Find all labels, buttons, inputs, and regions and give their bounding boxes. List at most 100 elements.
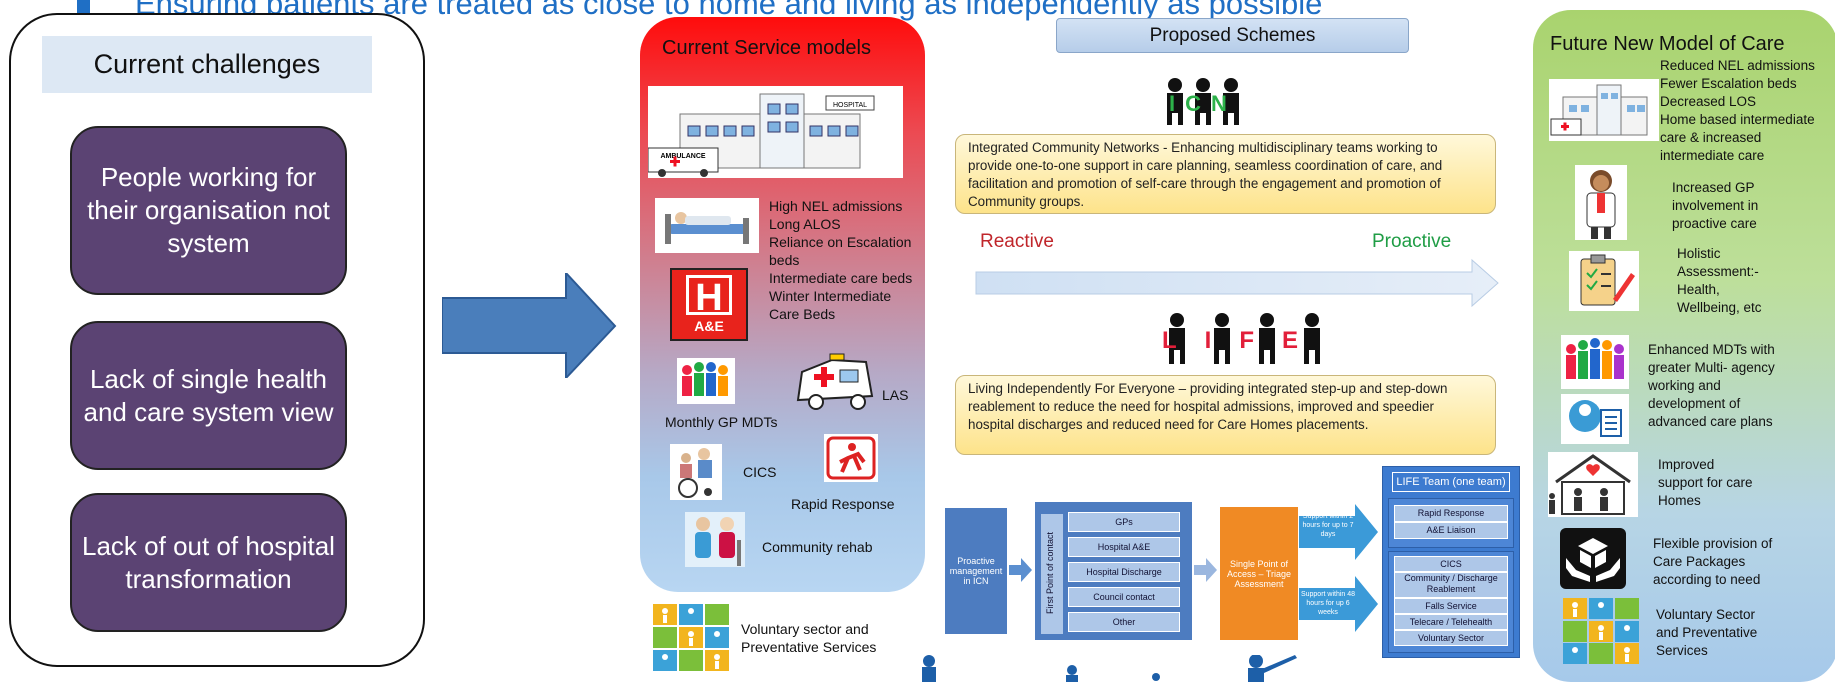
flow-arrow bbox=[1009, 558, 1032, 582]
wheelchair-icon bbox=[670, 444, 722, 500]
future-care-homes-line: support for care bbox=[1658, 475, 1753, 490]
ambulance-icon bbox=[796, 353, 874, 410]
life-logo-icon: LIFE bbox=[1157, 310, 1335, 368]
future-hospital-line: Home based intermediate bbox=[1660, 112, 1815, 127]
silhouette-figures bbox=[922, 655, 1297, 682]
future-holistic-line: Holistic bbox=[1677, 246, 1721, 261]
banner-heading: Ensuring patients are treated as close t… bbox=[135, 0, 1323, 21]
future-care-homes-line: Homes bbox=[1658, 493, 1701, 508]
future-mdt-line: greater Multi- agency bbox=[1648, 360, 1775, 375]
voluntary-label-line: Preventative Services bbox=[741, 639, 877, 655]
future-hospital-line: care & increased bbox=[1660, 130, 1762, 145]
life-team-title: LIFE Team (one team) bbox=[1392, 472, 1510, 492]
voluntary-services-icon bbox=[653, 604, 729, 671]
first-point-strip bbox=[1041, 514, 1063, 634]
single-point-access-box: Single Point of Access – Triage Assessme… bbox=[1220, 507, 1298, 640]
future-voluntary-line: Voluntary Sector bbox=[1656, 607, 1756, 622]
proactive-management-box: Proactive management in ICN bbox=[945, 508, 1007, 634]
future-gp-line: involvement in bbox=[1672, 198, 1759, 213]
life-logo-text: LIFE bbox=[1162, 327, 1326, 354]
contact-item: Other bbox=[1068, 612, 1180, 632]
future-gp-line: proactive care bbox=[1672, 216, 1757, 231]
future-hospital-line: Fewer Escalation beds bbox=[1660, 76, 1797, 91]
issue-item: Long ALOS bbox=[769, 216, 841, 232]
community-rehab-icon bbox=[685, 512, 745, 567]
challenge-box: People working for their organisation no… bbox=[70, 126, 347, 295]
team-item: Falls Service bbox=[1394, 598, 1508, 614]
first-point-label: First Point of contact bbox=[1045, 531, 1055, 615]
mdt-group-icon bbox=[1561, 335, 1629, 389]
proposed-schemes-title: Proposed Schemes bbox=[1056, 18, 1409, 53]
banner-bullet bbox=[77, 0, 90, 13]
team-item: Rapid Response bbox=[1394, 505, 1508, 522]
team-item: Voluntary Sector bbox=[1394, 630, 1508, 646]
icn-logo-text: ICN bbox=[1169, 91, 1237, 116]
future-mdt-line: Enhanced MDTs with bbox=[1648, 342, 1775, 357]
hospital-icon: HOSPITAL AMBULANCE bbox=[648, 86, 903, 178]
reactive-proactive-arrow bbox=[975, 258, 1499, 308]
ambulance-sign: AMBULANCE bbox=[660, 153, 705, 160]
proactive-label: Proactive bbox=[1372, 231, 1452, 252]
icn-description: Integrated Community Networks - Enhancin… bbox=[955, 134, 1496, 214]
gp-doctor-icon bbox=[1575, 165, 1627, 240]
support-48h-label: Support within 48 hours for up 6 weeks bbox=[1300, 591, 1356, 616]
assessment-clipboard-icon bbox=[1569, 251, 1639, 311]
team-item: A&E Liaison bbox=[1394, 522, 1508, 539]
future-hospital-line: intermediate care bbox=[1660, 148, 1765, 163]
future-voluntary-line: and Preventative bbox=[1656, 625, 1758, 640]
future-care-homes-line: Improved bbox=[1658, 457, 1715, 472]
voluntary-label-line: Voluntary sector and bbox=[741, 621, 869, 637]
future-voluntary-line: Services bbox=[1656, 643, 1708, 658]
care-package-icon bbox=[1560, 528, 1626, 589]
hospital-bed-icon bbox=[655, 198, 759, 253]
future-mdt-line: advanced care plans bbox=[1648, 414, 1773, 429]
issue-item: Care Beds bbox=[769, 306, 836, 322]
issue-item: High NEL admissions bbox=[769, 198, 903, 214]
future-mdt-line: working and bbox=[1648, 378, 1721, 393]
transition-arrow bbox=[442, 273, 617, 378]
monthly-gp-label: Monthly GP MDTs bbox=[665, 414, 778, 430]
ae-sign-icon: H A&E bbox=[670, 268, 748, 341]
future-model-title: Future New Model of Care bbox=[1550, 33, 1785, 55]
care-home-icon bbox=[1548, 452, 1638, 517]
contact-item: Council contact bbox=[1068, 587, 1180, 607]
team-item: CICS bbox=[1394, 556, 1508, 572]
support-2h-label: Support within 2 hours for up to 7 days bbox=[1302, 513, 1354, 538]
hospital-sign: HOSPITAL bbox=[833, 102, 867, 109]
team-item: Community / Discharge Reablement bbox=[1394, 572, 1508, 598]
issue-item: Intermediate care beds bbox=[769, 270, 913, 286]
issue-item: beds bbox=[769, 252, 800, 268]
support-48h-arrow bbox=[1299, 576, 1378, 632]
future-mdt-line: development of bbox=[1648, 396, 1741, 411]
life-description: Living Independently For Everyone – prov… bbox=[955, 375, 1496, 455]
challenges-title: Current challenges bbox=[42, 36, 372, 93]
future-hospital-icon bbox=[1549, 79, 1659, 141]
rapid-response-label: Rapid Response bbox=[791, 496, 895, 512]
care-plan-icon bbox=[1561, 394, 1629, 444]
rapid-response-icon bbox=[824, 434, 878, 482]
future-packages-line: Care Packages bbox=[1653, 554, 1746, 569]
ae-letter: H bbox=[686, 275, 732, 318]
team-item: Telecare / Telehealth bbox=[1394, 614, 1508, 630]
future-hospital-line: Decreased LOS bbox=[1660, 94, 1757, 109]
future-holistic-line: Health, bbox=[1677, 282, 1720, 297]
future-holistic-line: Assessment:- bbox=[1677, 264, 1759, 279]
issue-item: Winter Intermediate bbox=[769, 288, 892, 304]
challenge-box: Lack of out of hospital transformation bbox=[70, 493, 347, 632]
people-group-icon bbox=[677, 358, 735, 404]
future-gp-line: Increased GP bbox=[1672, 180, 1755, 195]
future-packages-line: Flexible provision of bbox=[1653, 536, 1773, 551]
contact-item: Hospital A&E bbox=[1068, 537, 1180, 557]
future-hospital-line: Reduced NEL admissions bbox=[1660, 58, 1815, 73]
issue-item: Reliance on Escalation bbox=[769, 234, 912, 250]
cics-label: CICS bbox=[743, 464, 777, 480]
contact-item: Hospital Discharge bbox=[1068, 562, 1180, 582]
future-voluntary-icon bbox=[1563, 598, 1639, 664]
community-rehab-label: Community rehab bbox=[762, 539, 873, 555]
support-2h-arrow bbox=[1299, 504, 1378, 560]
challenge-box: Lack of single health and care system vi… bbox=[70, 321, 347, 470]
las-label: LAS bbox=[882, 387, 909, 403]
flow-arrow bbox=[1194, 558, 1217, 582]
future-packages-line: according to need bbox=[1653, 572, 1761, 587]
contact-item: GPs bbox=[1068, 512, 1180, 532]
